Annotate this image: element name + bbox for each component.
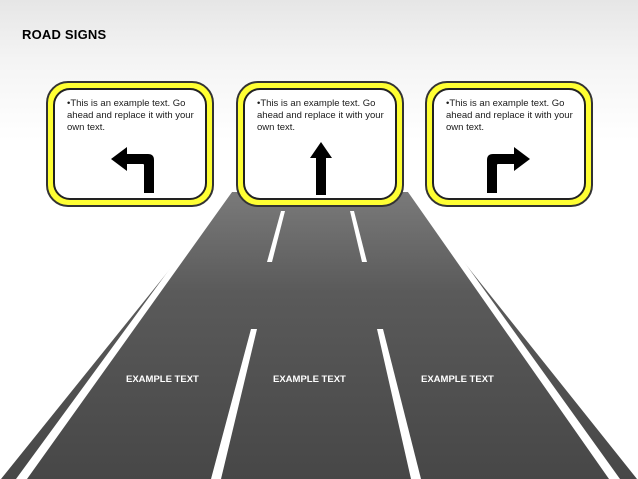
lane-dash-near-left — [211, 329, 257, 479]
lane-dash-near-right — [377, 329, 421, 479]
lane-dash-far-right — [350, 211, 367, 262]
road-edge-line-left — [16, 192, 232, 479]
road-edge-line-right — [408, 192, 620, 479]
sign-text: •This is an example text. Go ahead and r… — [67, 98, 194, 133]
lane-label-left: EXAMPLE TEXT — [126, 374, 199, 385]
sign-text: •This is an example text. Go ahead and r… — [257, 98, 384, 133]
arrow-straight-up-icon — [310, 142, 332, 195]
road-sign-panel: •This is an example text. Go ahead and r… — [432, 88, 586, 200]
road-sign-center[interactable]: •This is an example text. Go ahead and r… — [236, 81, 404, 207]
road-sign-right[interactable]: •This is an example text. Go ahead and r… — [425, 81, 593, 207]
road-surface — [1, 192, 637, 479]
lane-label-right: EXAMPLE TEXT — [421, 374, 494, 385]
lane-dash-far-left — [267, 211, 285, 262]
arrow-turn-left-icon — [111, 147, 154, 193]
arrow-turn-right-icon — [487, 147, 530, 193]
slide-title: ROAD SIGNS — [22, 27, 107, 42]
sign-text: •This is an example text. Go ahead and r… — [446, 98, 573, 133]
road-sign-panel: •This is an example text. Go ahead and r… — [53, 88, 207, 200]
road-sign-left[interactable]: •This is an example text. Go ahead and r… — [46, 81, 214, 207]
road-sign-panel: •This is an example text. Go ahead and r… — [243, 88, 397, 200]
lane-label-center: EXAMPLE TEXT — [273, 374, 346, 385]
